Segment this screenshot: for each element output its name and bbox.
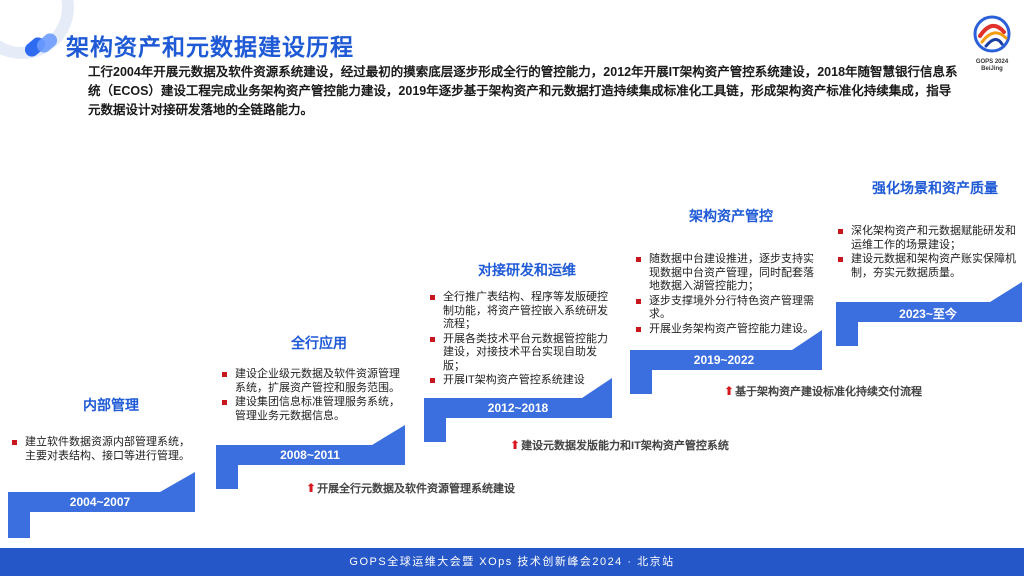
list-item: 开展IT架构资产管控系统建设 [430,374,610,388]
bullet-icon [430,295,435,300]
page-title: 架构资产和元数据建设历程 [66,34,354,60]
stage-title-1: 内部管理 [83,397,139,413]
step-shadow-2 [372,425,405,445]
gops-logo: GOPS 2024 BeiJing [966,14,1018,74]
step-5 [836,302,1022,322]
milestone-2: ⬆建设元数据发版能力和IT架构资产管控系统 [510,438,729,452]
bullet-icon [636,257,641,262]
step-1 [8,492,195,512]
stage-text-4: 随数据中台建设推进，逐步支持实现数据中台资产管理，同时配套落地数据入湖管控能力；… [636,253,820,337]
step-shadow-3 [582,378,612,398]
year-label-1: 2004~2007 [69,495,131,509]
bullet-icon [12,440,17,445]
step-riser-2 [216,465,238,489]
bullet-icon [222,400,227,405]
stage-text-1: 建立软件数据资源内部管理系统，主要对表结构、接口等进行管理。 [12,436,197,464]
list-item: 全行推广表结构、程序等发版硬控制功能，将资产管控嵌入系统研发流程； [430,291,610,332]
up-arrow-icon: ⬆ [724,384,735,398]
bullet-icon [838,257,843,262]
gops-logo-icon [973,15,1011,53]
step-riser-3 [424,418,446,442]
year-label-3: 2012~2018 [487,401,549,415]
milestone-3: ⬆基于架构资产建设标准化持续交付流程 [724,384,923,398]
bullet-icon [430,378,435,383]
stage-title-4: 架构资产管控 [689,208,773,224]
list-item: 随数据中台建设推进，逐步支持实现数据中台资产管理，同时配套落地数据入湖管控能力； [636,253,820,294]
bullet-icon [222,372,227,377]
step-shadow-4 [792,330,822,350]
step-shadow-5 [990,282,1022,302]
step-riser-4 [630,370,652,394]
year-label-4: 2019~2022 [693,353,755,367]
bullet-icon [636,298,641,304]
milestone-1: ⬆开展全行元数据及软件资源管理系统建设 [306,481,516,495]
stage-text-5: 深化架构资产和元数据赋能研发和运维工作的场景建设； 建设元数据和架构资产账实保障… [838,225,1020,281]
step-shadow-1 [160,472,195,492]
bullet-icon [838,229,843,234]
bullet-icon [636,326,641,332]
stage-text-3: 全行推广表结构、程序等发版硬控制功能，将资产管控嵌入系统研发流程； 开展各类技术… [430,291,610,389]
list-item: 开展各类技术平台元数据管控能力建设，对接技术平台实现自助发版； [430,333,610,374]
stage-text-2: 建设企业级元数据及软件资源管理系统，扩展资产管控和服务范围。 建设集团信息标准管… [222,368,402,424]
year-label-5: 2023~至今 [899,307,957,321]
up-arrow-icon: ⬆ [510,438,521,452]
list-item: 逐步支撑境外分行特色资产管理需求。 [636,295,820,322]
title-logo-icon [24,33,58,57]
stage-title-5: 强化场景和资产质量 [872,180,998,196]
footer-banner: GOPS全球运维大会暨 XOps 技术创新峰会2024 · 北京站 [0,548,1024,576]
list-item: 深化架构资产和元数据赋能研发和运维工作的场景建设； [838,225,1020,252]
list-item: 建设企业级元数据及软件资源管理系统，扩展资产管控和服务范围。 [222,368,402,395]
list-item: 建设元数据和架构资产账实保障机制，夯实元数据质量。 [838,253,1020,280]
step-3 [424,398,612,418]
stage-title-3: 对接研发和运维 [478,262,576,278]
bullet-icon [430,336,435,342]
step-4 [630,350,822,370]
stage-title-2: 全行应用 [291,335,347,351]
step-riser-1 [8,512,30,538]
step-2 [216,445,405,465]
list-item: 建立软件数据资源内部管理系统，主要对表结构、接口等进行管理。 [12,436,197,463]
step-riser-5 [836,322,858,346]
intro-paragraph: 工行2004年开展元数据及软件资源系统建设，经过最初的摸索底层逐步形成全行的管控… [88,65,958,117]
logo-line2: BeiJing [981,66,1003,72]
logo-line1: GOPS 2024 [975,59,1009,65]
up-arrow-icon: ⬆ [306,481,317,495]
list-item: 建设集团信息标准管理服务系统，管理业务元数据信息。 [222,396,402,423]
list-item: 开展业务架构资产管控能力建设。 [636,323,820,337]
year-label-2: 2008~2011 [280,448,340,462]
